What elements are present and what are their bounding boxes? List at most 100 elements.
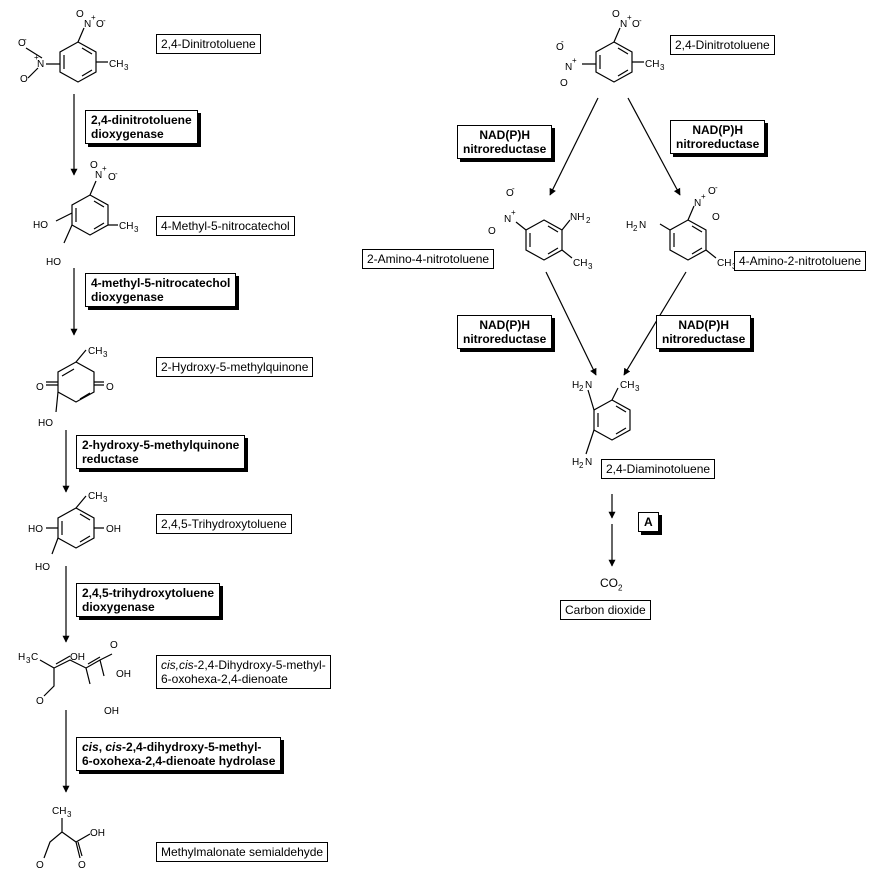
svg-text:O: O bbox=[632, 19, 640, 30]
enzyme-dnt-dioxygenase: 2,4-dinitrotoluene dioxygenase bbox=[85, 110, 198, 144]
arrow-right-2 bbox=[627, 97, 681, 196]
enzyme-nitroreductase-1: NAD(P)H nitroreductase bbox=[457, 125, 553, 159]
structure-amino4nitrotoluene: NH 2 CH 3 N + O - O bbox=[488, 184, 593, 271]
svg-text:3: 3 bbox=[134, 225, 139, 234]
svg-text:-: - bbox=[715, 183, 718, 192]
svg-text:O: O bbox=[560, 78, 568, 89]
svg-text:-: - bbox=[103, 16, 106, 25]
arrow-right-3 bbox=[545, 271, 597, 376]
svg-text:CH: CH bbox=[620, 380, 634, 391]
label-co2: CO2 bbox=[600, 576, 623, 593]
svg-text:HO: HO bbox=[35, 562, 50, 573]
svg-text:HO: HO bbox=[46, 257, 61, 268]
svg-text:2: 2 bbox=[586, 216, 591, 225]
svg-text:OH: OH bbox=[116, 669, 131, 680]
structure-dinitrotoluene-right: N + O O - CH 3 N + O - O bbox=[556, 9, 665, 89]
svg-text:CH: CH bbox=[119, 221, 133, 232]
svg-text:O: O bbox=[18, 38, 26, 49]
svg-text:O: O bbox=[36, 382, 44, 393]
svg-text:O: O bbox=[110, 640, 118, 651]
svg-text:C: C bbox=[31, 652, 38, 663]
arrow-right-4 bbox=[623, 271, 687, 376]
label-amino2nitrotoluene: 4-Amino-2-nitrotoluene bbox=[734, 251, 867, 271]
enzyme-dienoate-hydrolase: cis, cis-2,4-dihydroxy-5-methyl- 6-oxohe… bbox=[76, 737, 282, 771]
svg-text:O: O bbox=[488, 226, 496, 237]
svg-text:CH: CH bbox=[645, 59, 659, 70]
enzyme-mnc-dioxygenase: 4-methyl-5-nitrocatechol dioxygenase bbox=[85, 273, 237, 307]
svg-text:H: H bbox=[572, 380, 579, 391]
svg-text:O: O bbox=[712, 212, 720, 223]
enzyme-hmq-reductase: 2-hydroxy-5-methylquinone reductase bbox=[76, 435, 246, 469]
svg-text:O: O bbox=[76, 9, 84, 20]
svg-text:3: 3 bbox=[588, 262, 593, 271]
svg-text:H: H bbox=[18, 652, 25, 663]
svg-text:O: O bbox=[90, 160, 98, 171]
structure-amino2nitrotoluene: H 2 N N + O - O CH 3 bbox=[626, 183, 737, 271]
svg-text:+: + bbox=[91, 13, 96, 22]
svg-text:3: 3 bbox=[103, 495, 108, 504]
structure-dinitrotoluene-left: N + O O - CH 3 N + O - O bbox=[18, 9, 129, 85]
svg-text:OH: OH bbox=[90, 828, 105, 839]
svg-text:O: O bbox=[20, 74, 28, 85]
svg-text:2: 2 bbox=[579, 384, 584, 393]
dienoate-line1: -2,4-Dihydroxy-5-methyl- bbox=[193, 658, 326, 672]
svg-text:CH: CH bbox=[573, 258, 587, 269]
svg-text:N: N bbox=[95, 170, 102, 181]
structure-hydroxymethylquinone: CH 3 O O HO bbox=[36, 346, 114, 429]
enzyme-nitroreductase-3: NAD(P)H nitroreductase bbox=[457, 315, 553, 349]
svg-text:OH: OH bbox=[106, 524, 121, 535]
svg-text:N: N bbox=[585, 457, 592, 468]
label-dinitrotoluene-left: 2,4-Dinitrotoluene bbox=[156, 34, 261, 54]
svg-text:CH: CH bbox=[717, 258, 731, 269]
label-dinitrotoluene-right: 2,4-Dinitrotoluene bbox=[670, 35, 775, 55]
svg-text:HO: HO bbox=[38, 418, 53, 429]
svg-text:+: + bbox=[34, 53, 39, 62]
svg-text:HO: HO bbox=[28, 524, 43, 535]
label-dienoate: cis,cis-2,4-Dihydroxy-5-methyl- 6-oxohex… bbox=[156, 655, 331, 689]
svg-text:O: O bbox=[96, 19, 104, 30]
structure-methylmalonate: CH 3 OH O O bbox=[36, 806, 105, 871]
svg-text:CH: CH bbox=[88, 491, 102, 502]
svg-text:3: 3 bbox=[660, 63, 665, 72]
svg-text:N: N bbox=[37, 59, 44, 70]
svg-text:+: + bbox=[102, 164, 107, 173]
svg-text:CH: CH bbox=[88, 346, 102, 357]
svg-text:N: N bbox=[504, 214, 511, 225]
svg-text:-: - bbox=[24, 35, 27, 44]
label-hydroxymethylquinone: 2-Hydroxy-5-methylquinone bbox=[156, 357, 314, 377]
structure-diaminotoluene: H 2 N CH 3 H 2 N bbox=[572, 380, 640, 470]
svg-text:CH: CH bbox=[52, 806, 66, 817]
svg-text:O: O bbox=[106, 382, 114, 393]
svg-text:O: O bbox=[612, 9, 620, 20]
label-carbon-dioxide: Carbon dioxide bbox=[560, 600, 651, 620]
svg-text:3: 3 bbox=[103, 350, 108, 359]
arrow-right-1 bbox=[549, 97, 599, 196]
svg-text:N: N bbox=[585, 380, 592, 391]
svg-text:+: + bbox=[572, 56, 577, 65]
svg-text:O: O bbox=[556, 42, 564, 53]
svg-text:N: N bbox=[639, 220, 646, 231]
svg-text:N: N bbox=[565, 62, 572, 73]
enzyme-tht-dioxygenase: 2,4,5-trihydroxytoluene dioxygenase bbox=[76, 583, 221, 617]
svg-text:3: 3 bbox=[67, 810, 72, 819]
svg-text:O: O bbox=[708, 186, 716, 197]
svg-text:2: 2 bbox=[579, 461, 584, 470]
svg-text:O: O bbox=[78, 860, 86, 871]
svg-text:-: - bbox=[639, 16, 642, 25]
svg-text:N: N bbox=[694, 198, 701, 209]
svg-text:H: H bbox=[572, 457, 579, 468]
svg-text:N: N bbox=[620, 19, 627, 30]
svg-text:2: 2 bbox=[633, 224, 638, 233]
structure-methylnitrocatechol: N + O O - CH 3 HO HO bbox=[33, 160, 139, 268]
svg-text:OH: OH bbox=[70, 652, 85, 663]
svg-text:O: O bbox=[36, 860, 44, 871]
svg-text:N: N bbox=[84, 19, 91, 30]
label-trihydroxytoluene: 2,4,5-Trihydroxytoluene bbox=[156, 514, 292, 534]
label-diaminotoluene: 2,4-Diaminotoluene bbox=[601, 459, 716, 479]
svg-text:O: O bbox=[36, 696, 44, 707]
svg-text:-: - bbox=[512, 184, 515, 193]
svg-text:HO: HO bbox=[33, 220, 48, 231]
label-amino4nitrotoluene: 2-Amino-4-nitrotoluene bbox=[362, 249, 495, 269]
svg-text:OH: OH bbox=[104, 706, 119, 717]
